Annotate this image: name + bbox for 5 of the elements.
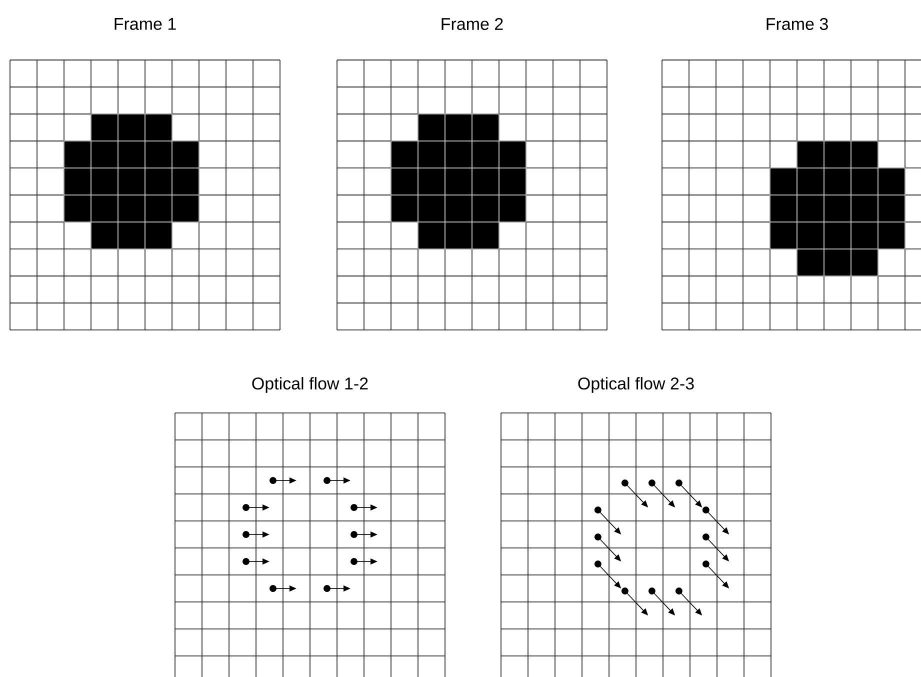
panel-title: Frame 2 [442,18,503,30]
panel-title: Optical flow 2-3 [578,377,694,393]
panel-title: Frame 1 [114,18,176,30]
panel-title: Frame 3 [766,18,828,30]
panel-title: Optical flow 1-2 [252,377,368,393]
